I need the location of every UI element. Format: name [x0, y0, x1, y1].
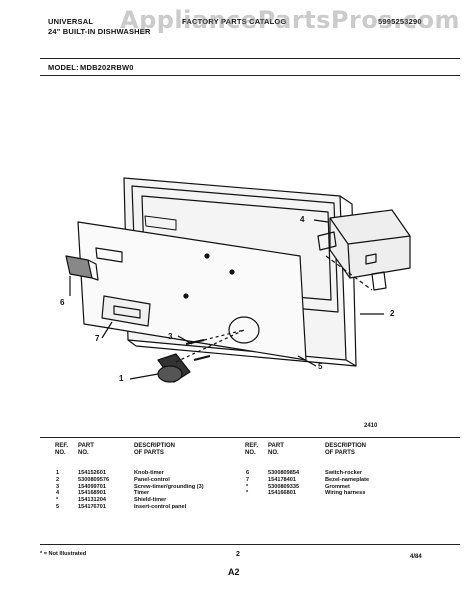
header-rule	[40, 58, 460, 59]
ref-cell: 7	[246, 476, 250, 483]
rocker-switch-part	[65, 255, 99, 281]
left-ref-header: REF. NO.	[55, 443, 69, 456]
watermark: AppliancePartsPros.com	[120, 6, 460, 34]
table-row: * 154166801 Wiring harness	[246, 490, 369, 497]
section-code: A2	[228, 567, 240, 577]
table-row: 4 154168901 Timer	[56, 490, 204, 497]
desc-cell: Screw-timer/grounding (3)	[134, 483, 204, 490]
callout-6: 6	[60, 298, 65, 307]
callout-1: 1	[119, 374, 124, 383]
callout-7: 7	[95, 334, 100, 343]
part-cell: 154099701	[78, 483, 106, 490]
ref-cell: 1	[56, 470, 60, 476]
ref-cell: 6	[246, 470, 250, 476]
not-illustrated-note: * = Not Illustrated	[40, 551, 87, 557]
desc-cell: Shield-timer	[134, 497, 167, 504]
table-row: 3 154099701 Screw-timer/grounding (3)	[56, 484, 204, 491]
ref-cell: 2	[56, 476, 60, 483]
timer-knob-part	[157, 329, 245, 383]
ref-cell: 3	[56, 483, 60, 490]
left-part-header: PART NO.	[78, 443, 94, 456]
desc-cell: Panel-control	[134, 476, 170, 483]
figure-number: 2410	[364, 423, 378, 429]
revision-date: 4/84	[410, 554, 422, 560]
callout-5: 5	[318, 362, 323, 371]
model-rule	[40, 75, 460, 76]
table-row: 6 5300809854 Switch-rocker	[246, 470, 369, 477]
table-row: 2 5300809576 Panel-control	[56, 477, 204, 484]
part-cell: 154178401	[268, 476, 296, 483]
table-row: 1 154152601 Knob-timer	[56, 470, 204, 477]
part-cell: 154152601	[78, 470, 106, 476]
timer-screw-part	[185, 329, 245, 361]
desc-cell: Insert-control panel	[134, 503, 187, 510]
part-cell: 154168901	[78, 490, 106, 497]
callout-4: 4	[300, 215, 305, 224]
bezel-nameplate-part	[101, 295, 151, 327]
part-cell: 5300809576	[78, 476, 110, 483]
ref-cell: *	[246, 490, 249, 497]
part-cell: 154166801	[268, 490, 296, 497]
table-top-rule	[40, 437, 460, 438]
desc-cell: Switch-rocker	[325, 470, 362, 476]
part-cell: 154176701	[78, 503, 106, 510]
page-number: 2	[236, 551, 240, 558]
desc-cell: Bezel-nameplate	[325, 476, 370, 483]
table-row: 5 154176701 Insert-control panel	[56, 504, 204, 511]
table-row: * 5300809335 Grommet	[246, 484, 369, 491]
model-label: MODEL:	[48, 63, 79, 72]
part-cell: 5300809854	[268, 470, 300, 476]
desc-cell: Grommet	[325, 483, 350, 490]
ref-cell: 5	[56, 503, 60, 510]
product-subtitle: 24" BUILT-IN DISHWASHER	[48, 27, 151, 36]
catalog-number: 5995253290	[378, 17, 422, 26]
right-part-header: PART NO.	[268, 443, 284, 456]
right-desc-header: DESCRIPTION OF PARTS	[325, 443, 367, 456]
left-desc-header: DESCRIPTION OF PARTS	[134, 443, 176, 456]
desc-cell: Wiring harness	[325, 490, 366, 497]
part-cell: 154131204	[78, 497, 106, 504]
callout-2: 2	[390, 309, 395, 318]
desc-cell: Knob-timer	[134, 470, 164, 476]
timer-part	[317, 209, 411, 291]
left-parts-list: 1 154152601 Knob-timer 2 5300809576 Panel-co…	[56, 470, 204, 511]
model-value: MDB202RBW0	[80, 63, 134, 72]
desc-cell: Timer	[134, 490, 150, 497]
table-row: 7 154178401 Bezel-nameplate	[246, 477, 369, 484]
ref-cell: *	[246, 483, 249, 490]
brand-title: UNIVERSAL	[48, 17, 94, 26]
right-parts-list: 6 5300809854 Switch-rocker 7 154178401 Bezel…	[246, 470, 369, 497]
right-ref-header: REF. NO.	[245, 443, 259, 456]
table-bottom-rule	[40, 544, 460, 545]
ref-cell: 4	[56, 490, 60, 497]
table-row: * 154131204 Shield-timer	[56, 497, 204, 504]
ref-cell: *	[56, 497, 59, 504]
catalog-title: FACTORY PARTS CATALOG	[182, 17, 287, 26]
part-cell: 5300809335	[268, 483, 300, 490]
exploded-parts-diagram	[65, 177, 411, 383]
callout-3: 3	[168, 332, 173, 341]
